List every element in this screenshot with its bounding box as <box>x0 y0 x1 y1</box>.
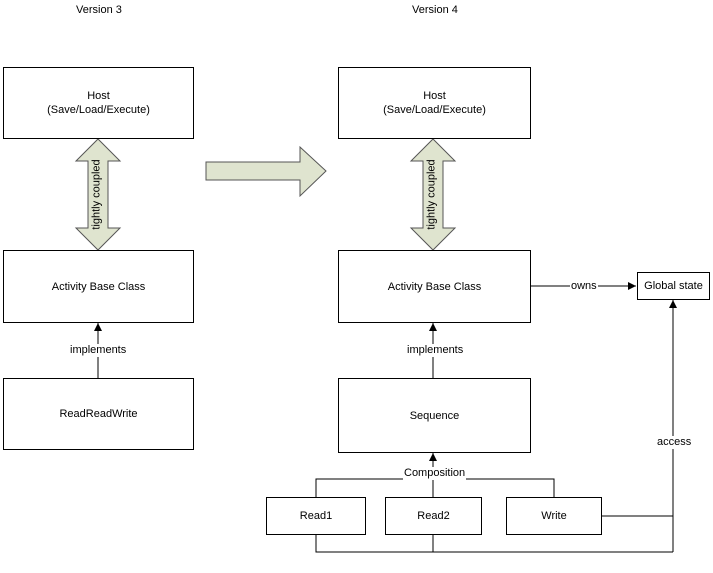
v4-child-write-box: Write <box>506 497 602 535</box>
v4-implements-label: implements <box>406 344 465 357</box>
version3-heading: Version 3 <box>76 4 122 16</box>
global-state-label: Global state <box>644 280 703 292</box>
v4-host-box: Host (Save/Load/Execute) <box>338 67 531 139</box>
v4-child-read1-box: Read1 <box>266 497 366 535</box>
v4-child-read1-label: Read1 <box>299 510 333 522</box>
v4-sequence-label: Sequence <box>409 409 460 422</box>
global-state-box: Global state <box>637 272 710 300</box>
v4-access-edges <box>315 300 677 553</box>
version-transition-arrow <box>205 145 327 198</box>
v3-impl-box: ReadReadWrite <box>3 378 194 450</box>
v4-base-class-label: Activity Base Class <box>387 280 482 293</box>
v4-coupling-label: tightly coupled <box>425 159 438 230</box>
v3-coupling-label: tightly coupled <box>90 159 103 230</box>
v4-access-label: access <box>656 436 693 449</box>
v4-sequence-box: Sequence <box>338 378 531 453</box>
v4-host-subtitle: (Save/Load/Execute) <box>383 104 486 116</box>
version4-heading: Version 4 <box>412 4 458 16</box>
v4-owns-label: owns <box>570 280 598 293</box>
v3-base-class-box: Activity Base Class <box>3 250 194 323</box>
v4-base-class-box: Activity Base Class <box>338 250 531 323</box>
v4-composition-label: Composition <box>403 467 467 480</box>
v3-host-box: Host (Save/Load/Execute) <box>3 67 194 139</box>
v3-implements-label: implements <box>69 344 128 357</box>
v4-host-title: Host <box>423 90 446 102</box>
v4-child-read2-label: Read2 <box>417 510 450 522</box>
v4-child-read2-box: Read2 <box>385 497 482 535</box>
v4-child-write-label: Write <box>541 510 567 522</box>
v3-host-title: Host <box>87 90 110 102</box>
v3-base-class-label: Activity Base Class <box>51 280 146 293</box>
v3-host-subtitle: (Save/Load/Execute) <box>47 104 150 116</box>
v3-impl-label: ReadReadWrite <box>59 408 138 420</box>
